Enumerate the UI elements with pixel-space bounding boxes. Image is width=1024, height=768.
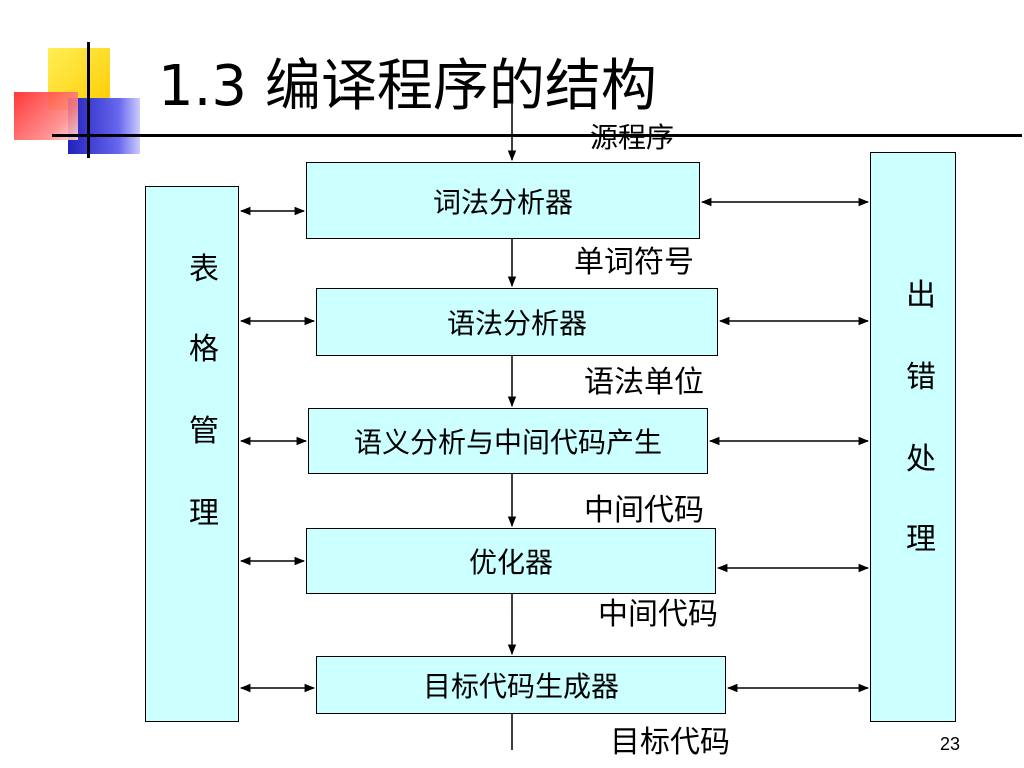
label-source-program: 源程序	[590, 121, 675, 154]
label-syntax-units: 语法单位	[584, 365, 704, 400]
label-intermediate-code-1: 中间代码	[584, 493, 704, 528]
stage-semantic: 语义分析与中间代码产生	[308, 408, 708, 474]
deco-blue-square	[68, 98, 140, 154]
title-underline	[52, 134, 1022, 137]
panel-char: 理	[906, 522, 936, 557]
error-handling-panel: 出 错 处 理	[870, 152, 956, 722]
deco-red-square	[14, 92, 78, 140]
table-management-panel: 表 格 管 理	[145, 186, 239, 722]
label-target-code: 目标代码	[610, 725, 730, 760]
panel-char: 处	[906, 442, 936, 477]
stage-parser: 语法分析器	[316, 288, 718, 356]
panel-char: 管	[189, 414, 219, 449]
stage-lexer: 词法分析器	[306, 162, 700, 239]
panel-char: 出	[906, 278, 936, 313]
panel-char: 表	[189, 252, 219, 287]
deco-vertical-line	[87, 42, 90, 158]
slide-title: 1.3 编译程序的结构	[158, 54, 657, 119]
label-intermediate-code-2: 中间代码	[598, 597, 718, 632]
panel-char: 理	[189, 496, 219, 531]
page-number: 23	[940, 734, 961, 754]
stage-optimizer: 优化器	[306, 528, 716, 594]
panel-char: 错	[906, 360, 936, 395]
label-word-symbols: 单词符号	[574, 245, 694, 280]
panel-char: 格	[189, 332, 219, 367]
stage-codegen: 目标代码生成器	[316, 656, 726, 714]
